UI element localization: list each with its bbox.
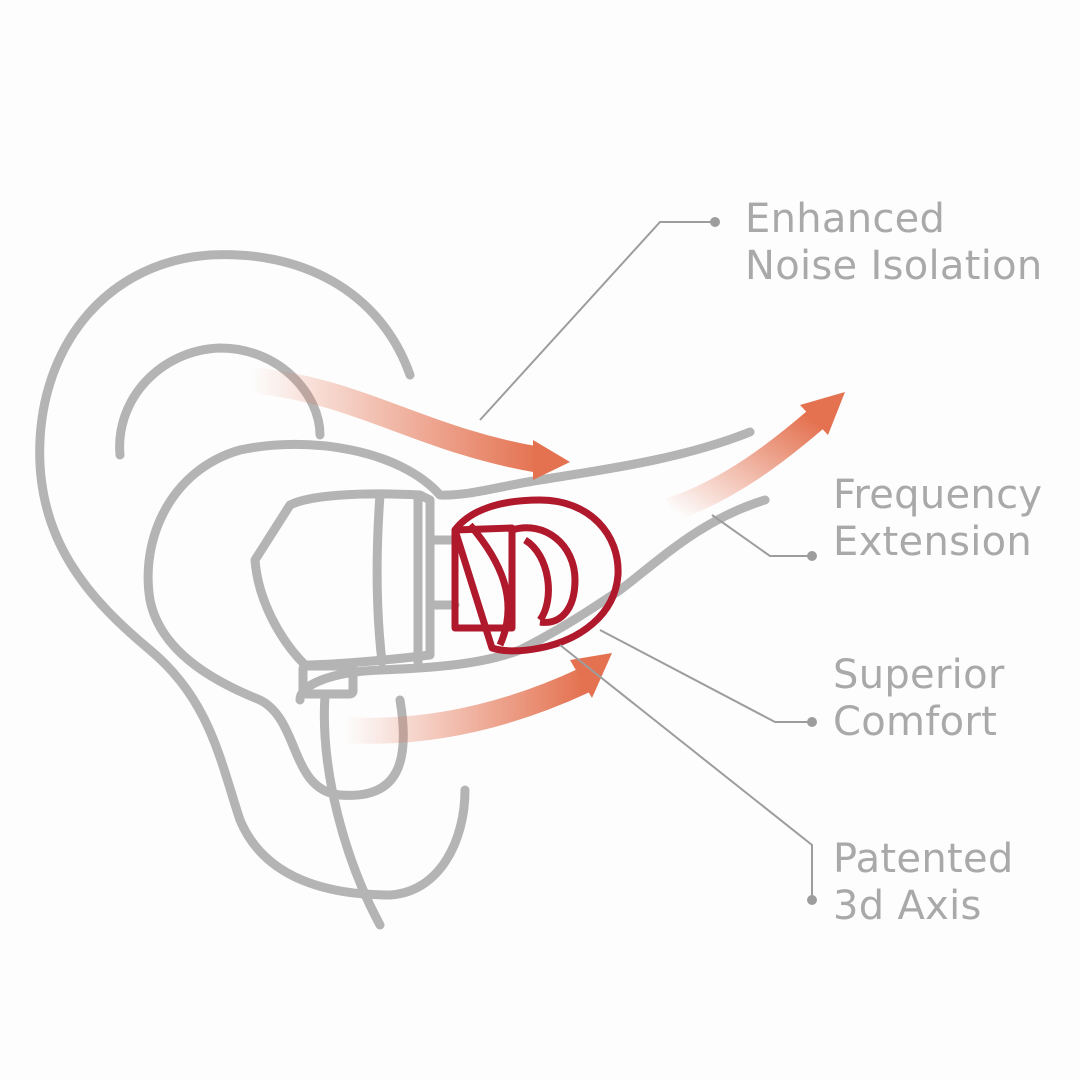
label-line: Extension bbox=[833, 519, 1033, 565]
ear-tip[interactable] bbox=[451, 496, 622, 655]
sound-arrows bbox=[248, 367, 845, 744]
label-line: Enhanced bbox=[745, 196, 946, 242]
label-line: Frequency bbox=[833, 472, 1043, 518]
arrow-head-icon bbox=[800, 392, 845, 435]
label-patented-axis: Patented 3d Axis bbox=[833, 836, 1014, 930]
arrow-head-icon bbox=[570, 653, 612, 698]
ear-outline bbox=[35, 250, 770, 930]
label-line: Noise Isolation bbox=[745, 243, 1043, 289]
label-line: Patented bbox=[833, 836, 1014, 882]
label-superior-comfort: Superior Comfort bbox=[833, 652, 1005, 746]
leader-lines bbox=[479, 221, 813, 900]
label-line: Comfort bbox=[833, 699, 998, 745]
label-noise-isolation: Enhanced Noise Isolation bbox=[745, 196, 1043, 290]
leader-dots bbox=[710, 217, 817, 905]
label-frequency-extension: Frequency Extension bbox=[833, 472, 1042, 566]
arrow-head-icon bbox=[533, 440, 570, 480]
label-line: 3d Axis bbox=[833, 883, 982, 929]
label-line: Superior bbox=[833, 652, 1005, 698]
